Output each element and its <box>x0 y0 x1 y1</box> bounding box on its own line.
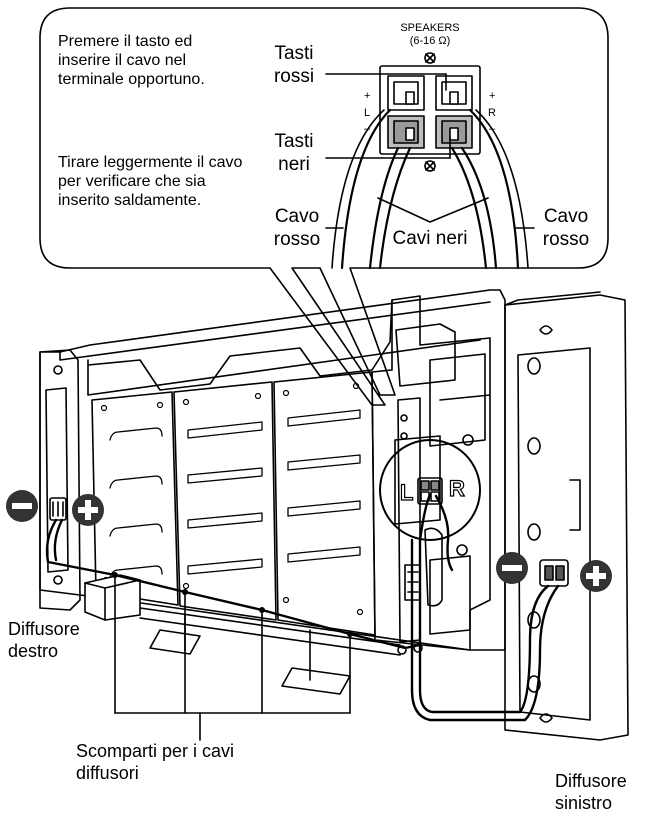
left-speaker-label-line1: Diffusore <box>555 771 627 791</box>
minus-symbol-right-speaker <box>6 490 38 522</box>
red-cable-left-line1: Cavo <box>274 206 320 227</box>
speakers-impedance-text: (6-16 Ω) <box>409 35 451 47</box>
cable-compartments-label-line2: diffusori <box>76 763 139 783</box>
red-cable-right-line2: rosso <box>542 229 590 250</box>
red-buttons-label: Tasti rossi <box>262 42 326 88</box>
terminal-magnifier <box>379 439 481 541</box>
compartments-bracket <box>114 577 351 741</box>
right-minus-sign: – <box>489 123 496 135</box>
left-speaker-unit <box>504 294 629 741</box>
panel-terminal-r: R <box>449 476 465 501</box>
right-speaker-unit <box>39 349 81 611</box>
mechanism-area <box>371 295 491 651</box>
instruction-insert-cable: Premere il tasto ed inserire il cavo nel… <box>58 33 205 88</box>
left-speaker-cable <box>418 493 550 714</box>
left-channel-letter: L <box>364 107 371 119</box>
minus-symbol-left-speaker <box>496 552 528 584</box>
red-cable-right-line1: Cavo <box>543 206 589 227</box>
speakers-terminal-title: SPEAKERS (6-16 Ω) <box>380 22 480 48</box>
right-speaker-label-line2: destro <box>8 641 59 661</box>
left-speaker-label: Diffusore sinistro <box>555 770 627 814</box>
top-cover <box>87 299 393 391</box>
back-panel-2 <box>173 381 277 621</box>
red-cable-right-label: Cavo rosso <box>534 205 598 251</box>
right-speaker-label-line1: Diffusore <box>8 619 80 639</box>
cable-compartments-label-line1: Scomparti per i cavi <box>76 741 235 761</box>
red-cable-left-line2: rosso <box>273 229 321 250</box>
black-buttons-label-line2: neri <box>278 154 310 175</box>
right-speaker-label: Diffusore destro <box>8 618 80 662</box>
right-channel-letter: R <box>488 107 496 119</box>
cable-compartments-label: Scomparti per i cavi diffusori <box>76 740 234 784</box>
left-speaker-label-line2: sinistro <box>555 793 613 813</box>
black-buttons-label: Tasti neri <box>262 130 326 176</box>
red-buttons-label-line1: Tasti <box>274 43 314 64</box>
right-plus-sign: + <box>489 90 496 102</box>
instruction-pull-cable: Tirare leggermente il cavo per verificar… <box>58 154 243 209</box>
red-buttons-label-line2: rossi <box>273 66 315 87</box>
plus-symbol-right-speaker <box>72 494 104 526</box>
black-buttons-label-line1: Tasti <box>274 131 314 152</box>
right-speaker-cable <box>45 518 422 650</box>
speakers-title-text: SPEAKERS <box>400 22 460 34</box>
left-plus-sign: + <box>364 90 371 102</box>
back-panel-1 <box>91 391 179 606</box>
red-cable-left-label: Cavo rosso <box>266 205 328 251</box>
left-minus-sign: – <box>364 123 371 135</box>
panel-terminal-l: L <box>400 480 413 505</box>
plus-symbol-left-speaker <box>580 560 612 592</box>
black-cables-label: Cavi neri <box>392 228 468 249</box>
callout-terminal-block <box>379 52 481 172</box>
